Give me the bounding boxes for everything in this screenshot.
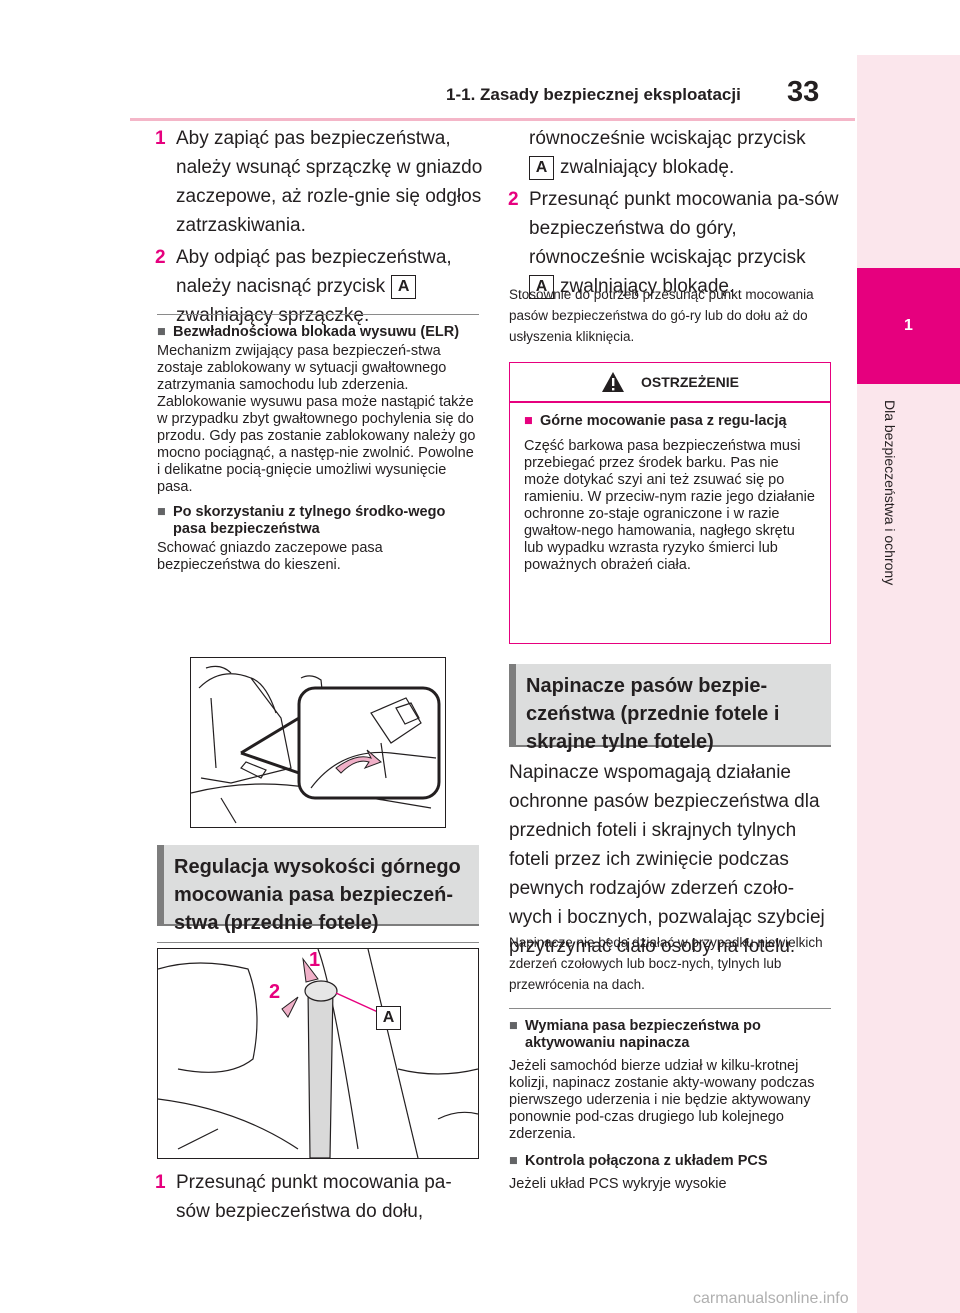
- section-rule: [157, 314, 479, 315]
- replace-heading: ■Wymiana pasa bezpieczeństwa po aktywowa…: [509, 1018, 761, 1051]
- pcs-body: Jeżeli układ PCS wykryje wysokie: [509, 1176, 727, 1192]
- shoulder-anchor-illustration: [157, 948, 479, 1159]
- replace-section: ■Wymiana pasa bezpieczeństwa po aktywowa…: [509, 1018, 834, 1193]
- elr-heading: ■Bezwładnościowa blokada wysuwu (ELR): [157, 324, 460, 340]
- warning-triangle-icon: [601, 372, 624, 392]
- chapter-number[interactable]: 1: [857, 268, 960, 384]
- step-1-lower: 1 Przesunąć punkt mocowania pa-sów bezpi…: [155, 1168, 485, 1226]
- step-text: Aby zapiąć pas bezpieczeństwa, należy ws…: [176, 128, 483, 236]
- step-text: Aby odpiąć pas bezpieczeństwa, należy na…: [176, 247, 452, 297]
- rear-heading: ■Po skorzystaniu z tylnego środko-wego p…: [157, 504, 446, 537]
- figure-label-2: 2: [269, 981, 281, 1003]
- step-number: 1: [155, 1172, 166, 1193]
- rear-seat-illustration: [190, 665, 441, 824]
- buckle-steps: 1 Aby zapiąć pas bezpieczeństwa, należy …: [155, 124, 485, 333]
- key-a-icon: A: [529, 155, 554, 180]
- pcs-heading: ■Kontrola połączona z układem PCS: [509, 1153, 768, 1169]
- step-2: 2 Aby odpiąć pas bezpieczeństwa, należy …: [155, 243, 485, 330]
- warning-title: OSTRZEŻENIE: [640, 374, 739, 390]
- step-2-raise: 2 Przesunąć punkt mocowania pa-sów bezpi…: [508, 185, 843, 301]
- pretensioner-intro: Napinacze wspomagają działanie ochronne …: [509, 762, 825, 957]
- step-text: równocześnie wciskając przycisk: [529, 128, 806, 149]
- warning-box: OSTRZEŻENIE ■Górne mocowanie pasa z regu…: [509, 362, 831, 644]
- header-rule: [130, 118, 855, 121]
- rear-body: Schować gniazdo zaczepowe pasa bezpiecze…: [157, 540, 383, 573]
- pretensioner-heading: Napinacze pasów bezpie-czeństwa (przedni…: [509, 664, 831, 753]
- step-number: 1: [155, 128, 166, 149]
- anchor-adjust-figure: 1 2 A: [157, 948, 479, 1159]
- step-text-cont: zwalniający sprzączkę.: [176, 305, 370, 326]
- step-number: 2: [155, 247, 166, 268]
- warning-heading: ■Górne mocowanie pasa z regu-lacją: [524, 413, 787, 429]
- step-text: Przesunąć punkt mocowania pa-sów bezpiec…: [529, 189, 839, 268]
- chapter-label: Dla bezpieczeństwa i ochrony: [882, 400, 898, 586]
- warning-body: Część barkowa pasa bezpieczeństwa musi p…: [524, 438, 815, 573]
- figure-label-1: 1: [309, 949, 321, 971]
- figure-label-a: A: [376, 1006, 401, 1030]
- watermark: carmanualsonline.info: [693, 1290, 849, 1307]
- page-number: 33: [787, 76, 820, 108]
- step-text-cont: zwalniający blokadę.: [560, 276, 735, 297]
- step-text: Przesunąć punkt mocowania pa-sów bezpiec…: [176, 1172, 452, 1222]
- rear-buckle-figure: [190, 657, 446, 828]
- key-a-icon: A: [529, 274, 554, 299]
- lower-step: 1 Przesunąć punkt mocowania pa-sów bezpi…: [155, 1168, 485, 1229]
- section-rule: [157, 942, 479, 943]
- warning-header: OSTRZEŻENIE: [510, 363, 830, 401]
- running-header: 1-1. Zasady bezpiecznej eksploatacji: [446, 85, 741, 104]
- step-number: 2: [508, 189, 519, 210]
- elr-body: Mechanizm zwijający pasa bezpieczeń-stwa…: [157, 343, 476, 495]
- step-1: 1 Aby zapiąć pas bezpieczeństwa, należy …: [155, 124, 485, 240]
- step-text-cont: zwalniający blokadę.: [560, 157, 735, 178]
- section-rule: [509, 1008, 831, 1009]
- adjust-note: Stosownie do potrzeb przesunąć punkt moc…: [509, 287, 814, 344]
- pretensioner-note: Napinacze nie będą działać w przypadku n…: [509, 935, 823, 992]
- elr-section: ■Bezwładnościowa blokada wysuwu (ELR) Me…: [157, 324, 479, 574]
- height-adjust-heading: Regulacja wysokości górnego mocowania pa…: [157, 845, 479, 934]
- chapter-side-tab: [857, 55, 960, 1313]
- replace-body: Jeżeli samochód bierze udział w kilku-kr…: [509, 1058, 815, 1142]
- key-a-icon: A: [391, 274, 417, 299]
- warning-divider: [510, 401, 830, 403]
